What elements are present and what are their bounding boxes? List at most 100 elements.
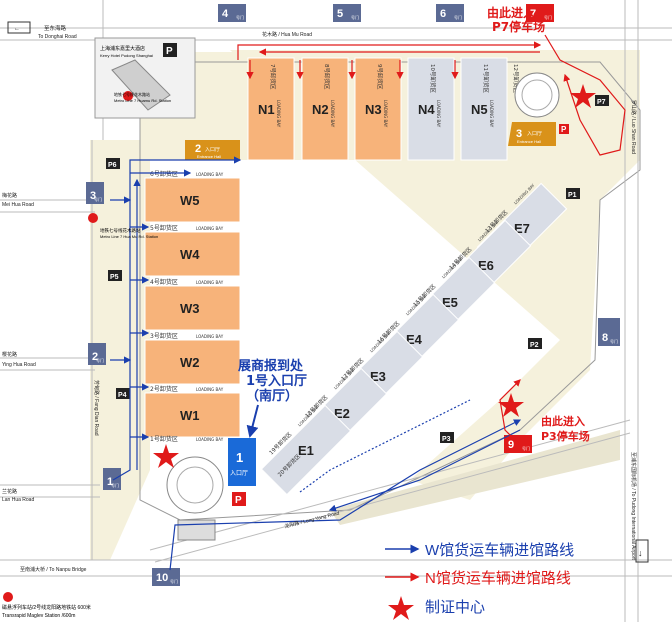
hall-w5-label: W5: [180, 193, 200, 208]
loading-bay-w1: LOADING BAY: [196, 387, 224, 392]
hall-n1: [247, 57, 295, 161]
gate-5-suffix: 号门: [351, 14, 359, 20]
loading-bay-n3: LOADING BAY: [383, 100, 388, 128]
round-building: [514, 72, 560, 118]
maglev-icon: [3, 592, 13, 602]
gate-5-num: 5: [337, 8, 343, 20]
p3-callout-line1: 由此进入: [541, 414, 585, 428]
gate-4-suffix: 号门: [236, 14, 244, 20]
gate-1-suffix: 号门: [111, 482, 119, 488]
hall-e3-label: E3: [370, 369, 386, 384]
entrance-2-cn: 入口厅: [205, 147, 220, 153]
bay-w-bottom: 1号卸货区: [150, 435, 178, 443]
gate-8-num: 8: [602, 332, 608, 344]
parking-p2: P2: [530, 342, 539, 349]
arrow-down-icon: [635, 539, 649, 563]
parking-letter-e3: P: [561, 125, 567, 134]
arrow-left-icon: [7, 21, 31, 34]
hall-n5-label: N5: [471, 102, 488, 117]
metro-icon: [123, 91, 133, 101]
hall-n3-label: N3: [365, 102, 382, 117]
legend-star: [388, 596, 414, 620]
hall-n2-label: N2: [312, 102, 329, 117]
parking-icon-e3: [559, 124, 569, 134]
luoshan-road: 罗山路 / Luo Shan Road: [630, 100, 637, 154]
legend: W馆货运车辆进馆路线 N馆货运车辆进馆路线 制证中心: [385, 542, 574, 620]
parking-icon-kerry: [163, 43, 177, 57]
hall-n4-label: N4: [418, 102, 435, 117]
hall-e1: [260, 404, 352, 496]
gate-2: [88, 343, 106, 365]
parking-letter-kerry: P: [166, 46, 173, 57]
bay-n1: 7号卸货区: [269, 64, 277, 90]
loading-bay-w2: LOADING BAY: [196, 334, 224, 339]
parking-p3: P3: [442, 436, 451, 443]
meihua-cn: 梅花路: [2, 192, 17, 199]
n-route: [237, 34, 626, 446]
meihua-en: Mei Hua Road: [2, 202, 34, 208]
gate-1: [103, 468, 121, 490]
gate-8-suffix: 号门: [610, 338, 618, 344]
hall-n3: [354, 57, 402, 161]
metro-mid-icon: [88, 213, 98, 223]
report-callout-line3: （南厅）: [246, 388, 298, 404]
parking-markers: P6 P5 P4 P1 P2 P3 P7: [106, 95, 609, 443]
entrance-2-en: Entrance Hall: [197, 154, 221, 159]
parking-p5: P5: [110, 274, 119, 281]
parking-p4: P4: [118, 392, 127, 399]
hall-w5: [144, 177, 241, 223]
yinghua-cn: 樱花路: [2, 351, 17, 358]
huamu-road: 花木路 / Hua Mu Road: [262, 31, 312, 38]
gate-3-suffix: 号门: [94, 196, 102, 202]
loading-bay-w3: LOADING BAY: [196, 280, 224, 285]
arrow-down-glyph: ↓: [638, 548, 643, 558]
entrance-hall-1: 1 入口厅 P: [228, 438, 256, 506]
hall-w4-label: W4: [180, 247, 200, 262]
gate-1-num: 1: [107, 476, 113, 488]
legend-n-route: N馆货运车辆进馆路线: [425, 570, 571, 587]
entrance-3-cn: 入口厅: [527, 131, 542, 137]
hall-e1-label: E1: [298, 443, 314, 458]
gate-6-suffix: 号门: [454, 14, 462, 20]
bay-n2: 8号卸货区: [323, 64, 331, 90]
metro-top-label-en: Metro Line 7 Huamu Rd. Station: [114, 98, 171, 103]
to-donghai-en: To Donghai Road: [38, 34, 77, 40]
p3-callout-line2: P3停车场: [541, 429, 590, 443]
metro-mid-label-en: Metro Line 7 Hua Mu Rd. Station: [100, 234, 158, 239]
star-sw: [153, 444, 179, 468]
entrance-3-en: Entrance Hall: [517, 139, 541, 144]
entrance-hall-2: 2 入口厅 Entrance Hall: [185, 140, 240, 160]
p7-callout-line1: 由此进入: [487, 5, 535, 20]
to-nanpu: 至南浦大桥 / To Nanpu Bridge: [20, 566, 87, 573]
hall-e6-label: E6: [478, 258, 494, 273]
gate-6-num: 6: [440, 8, 446, 20]
gate-3-num: 3: [90, 190, 96, 202]
gate-9-suffix: 号门: [522, 445, 530, 451]
hall-w4: [144, 231, 241, 277]
loading-bay-w-bottom: LOADING BAY: [196, 437, 224, 442]
hall-e5-label: E5: [442, 295, 458, 310]
w-route: [110, 156, 522, 571]
badge-centers: [153, 84, 596, 468]
star-p3: [498, 393, 524, 417]
bay-n4: 10号卸货区: [429, 64, 437, 93]
hall-w2-label: W2: [180, 355, 200, 370]
bay-w3: 4号卸货区: [150, 278, 178, 286]
bay-n3: 9号卸货区: [376, 64, 384, 90]
report-callout-line1: 展商报到处: [238, 358, 304, 374]
hall-w2: [144, 339, 241, 385]
yinghua-en: Ying Hua Road: [2, 362, 36, 368]
legend-center: 制证中心: [425, 599, 485, 616]
gate-7-suffix: 号门: [544, 14, 552, 20]
bay-n5-extra: 12号卸货区: [512, 64, 520, 93]
lanhua-cn: 兰花路: [2, 488, 17, 495]
report-callout-line2: 1号入口厅: [246, 374, 307, 389]
hall-w3-label: W3: [180, 301, 200, 316]
hall-n2: [301, 57, 349, 161]
to-pudong: 至浦东国际机场 / To Pudong International Airpor…: [630, 452, 637, 560]
bay-n5: 11号卸货区: [482, 64, 490, 93]
arrow-left-glyph: ←: [14, 26, 20, 32]
